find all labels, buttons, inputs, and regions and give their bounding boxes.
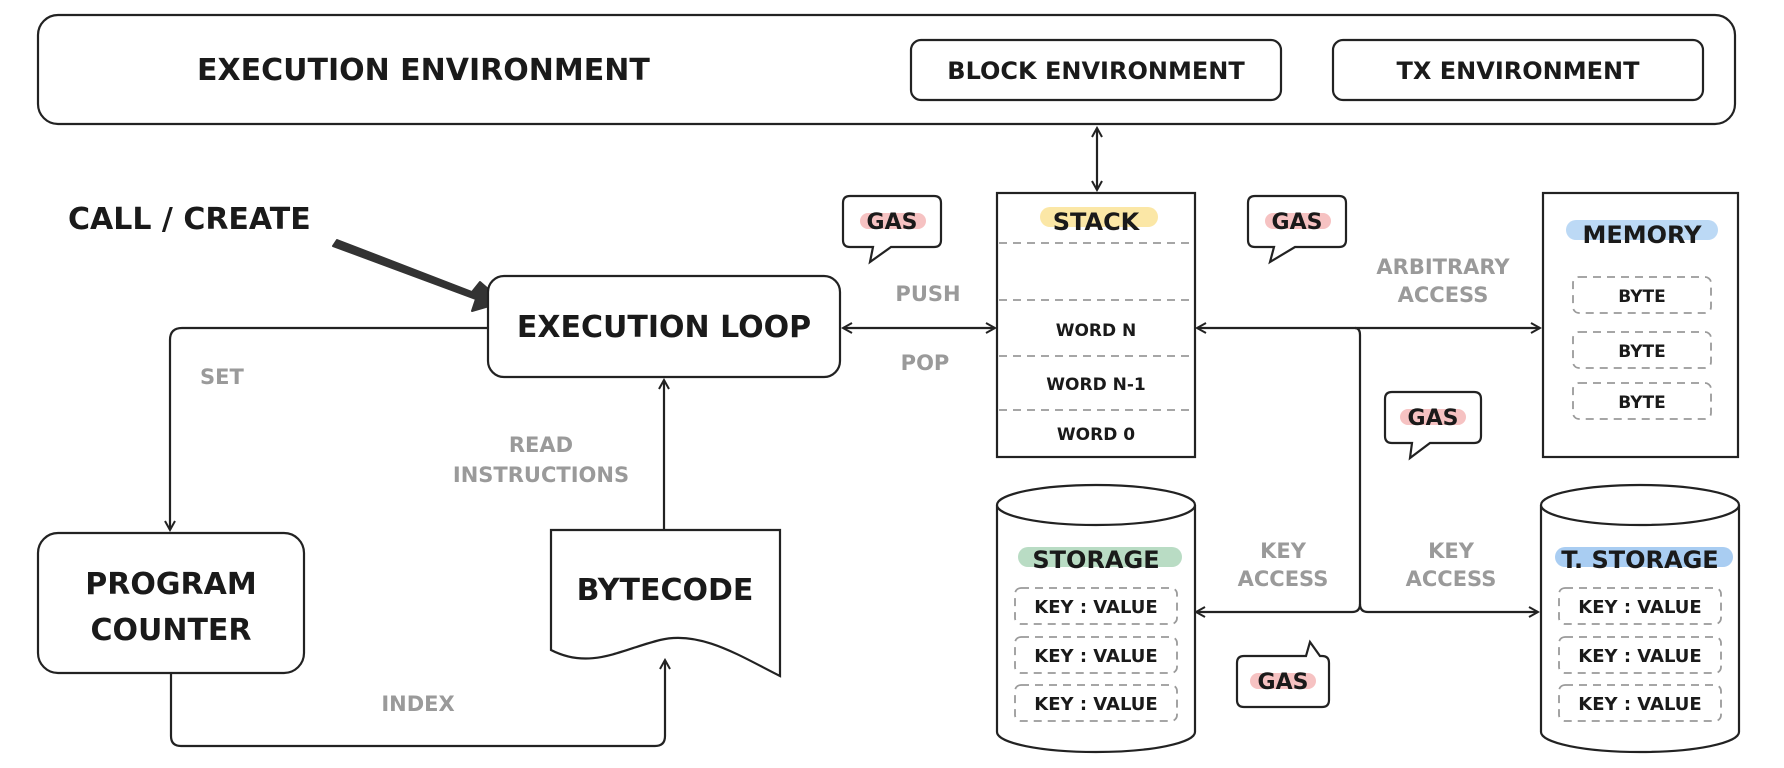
t-storage-entry: KEY : VALUE — [1578, 597, 1701, 618]
call-create-arrow — [332, 239, 504, 312]
memory-box: MEMORY BYTE BYTE BYTE — [1541, 191, 1740, 459]
storage-entry: KEY : VALUE — [1034, 597, 1157, 618]
gas-bubble: GAS — [1246, 194, 1348, 265]
t-storage-title-highlight — [1555, 547, 1733, 567]
key-access-tstorage-label-1: KEY — [1428, 539, 1475, 563]
key-access-storage-label-2: ACCESS — [1238, 567, 1329, 591]
storage-entry: KEY : VALUE — [1034, 694, 1157, 715]
bytecode-label: BYTECODE — [577, 573, 754, 608]
gas-label: GAS — [1408, 406, 1459, 431]
stack-word: WORD N — [1056, 321, 1137, 341]
index-arrow — [169, 660, 665, 748]
pop-label: POP — [901, 351, 950, 375]
t-storage-entry: KEY : VALUE — [1578, 694, 1701, 715]
gas-bubble: GAS — [1235, 639, 1331, 709]
block-environment-box: BLOCK ENVIRONMENT — [909, 38, 1283, 102]
memory-byte: BYTE — [1618, 342, 1666, 362]
block-environment-label: BLOCK ENVIRONMENT — [947, 57, 1245, 85]
program-counter-line-2: COUNTER — [90, 613, 251, 648]
set-label: SET — [200, 365, 244, 389]
storage-cylinder: STORAGE KEY : VALUE KEY : VALUE KEY : VA… — [995, 483, 1197, 754]
stack-word: WORD N-1 — [1046, 375, 1145, 395]
stack-title: STACK — [1053, 208, 1141, 236]
arbitrary-access-label-1: ARBITRARY — [1376, 255, 1510, 279]
t-storage-title: T. STORAGE — [1561, 546, 1718, 574]
tx-environment-label: TX ENVIRONMENT — [1397, 57, 1641, 85]
bytecode-shape: BYTECODE — [549, 528, 782, 678]
push-label: PUSH — [895, 282, 960, 306]
execution-loop-box: EXECUTION LOOP — [486, 274, 842, 379]
program-counter-line-1: PROGRAM — [85, 567, 256, 602]
set-arrow — [170, 326, 488, 530]
key-access-storage-label-1: KEY — [1260, 539, 1307, 563]
program-counter-box: PROGRAM COUNTER — [36, 531, 306, 675]
tstorage-key-access-arrow — [1358, 603, 1538, 612]
index-label: INDEX — [381, 692, 454, 716]
storage-title-highlight — [1018, 547, 1182, 567]
gas-label: GAS — [1272, 210, 1323, 235]
key-access-tstorage-label-2: ACCESS — [1406, 567, 1497, 591]
gas-bubble: GAS — [841, 194, 943, 265]
stack-box: STACK WORD N WORD N-1 WORD 0 — [995, 191, 1197, 459]
memory-title: MEMORY — [1582, 221, 1702, 249]
t-storage-entry: KEY : VALUE — [1578, 646, 1701, 667]
storage-title: STORAGE — [1032, 546, 1159, 574]
gas-label: GAS — [1258, 670, 1309, 695]
tx-environment-box: TX ENVIRONMENT — [1331, 38, 1705, 102]
arbitrary-access-label-2: ACCESS — [1398, 283, 1489, 307]
execution-environment: EXECUTION ENVIRONMENT BLOCK ENVIRONMENT … — [36, 13, 1737, 126]
gas-bubble: GAS — [1383, 390, 1483, 461]
memory-byte: BYTE — [1618, 287, 1666, 307]
stack-word: WORD 0 — [1057, 425, 1135, 445]
gas-label: GAS — [867, 210, 918, 235]
call-create-label: CALL / CREATE — [68, 202, 311, 237]
t-storage-cylinder: T. STORAGE KEY : VALUE KEY : VALUE KEY :… — [1539, 483, 1741, 754]
execution-environment-title: EXECUTION ENVIRONMENT — [197, 53, 650, 88]
stack-title-highlight — [1040, 207, 1158, 227]
execution-loop-label: EXECUTION LOOP — [517, 310, 811, 345]
read-instructions-label-2: INSTRUCTIONS — [453, 463, 629, 487]
memory-byte: BYTE — [1618, 393, 1666, 413]
memory-title-highlight — [1566, 220, 1718, 240]
read-instructions-label-1: READ — [509, 433, 573, 457]
storage-entry: KEY : VALUE — [1034, 646, 1157, 667]
